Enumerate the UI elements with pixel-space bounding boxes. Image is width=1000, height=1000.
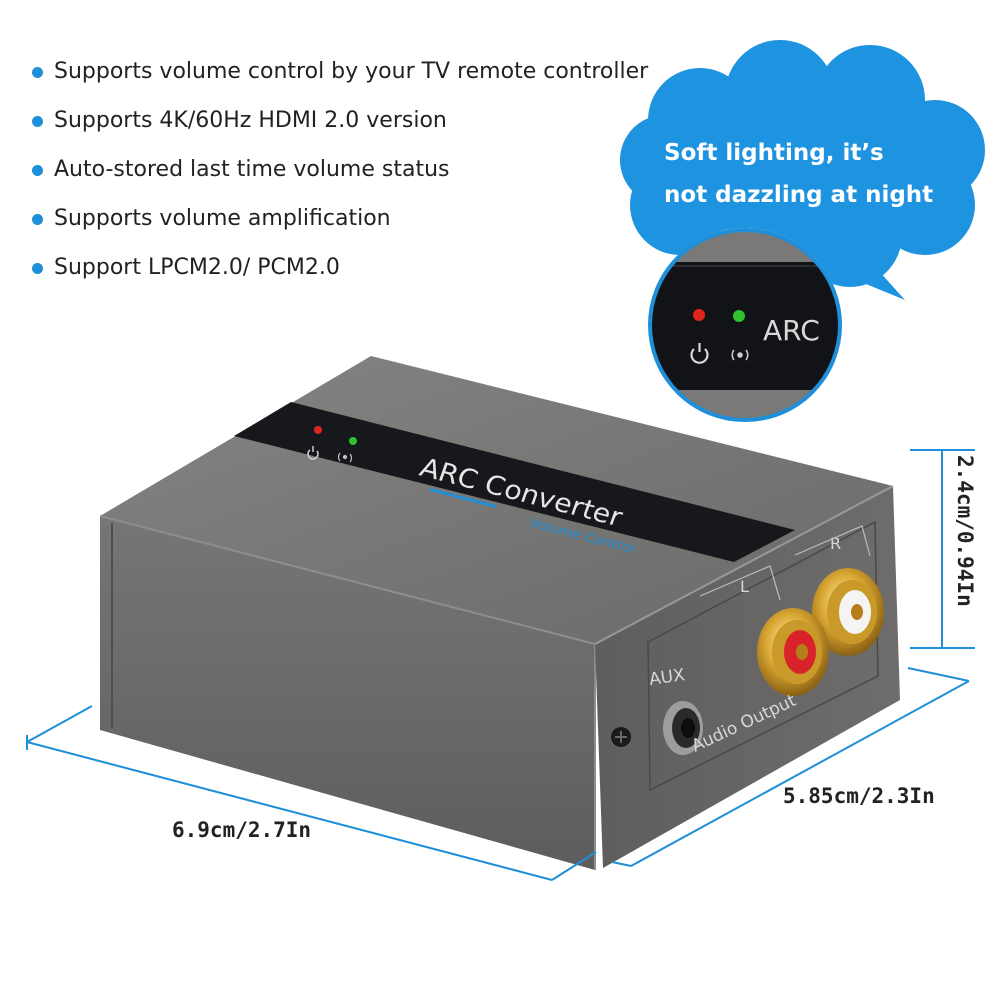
feature-item: Supports 4K/60Hz HDMI 2.0 version — [32, 101, 648, 150]
feature-text: Support LPCM2.0/ PCM2.0 — [54, 255, 340, 280]
feature-text: Supports volume control by your TV remot… — [54, 59, 649, 84]
device-power-icon — [307, 446, 319, 460]
device-power-led-icon — [314, 426, 322, 434]
dimension-lines — [26, 449, 975, 881]
speech-bubble-text: Soft lighting, it’s not dazzling at nigh… — [664, 132, 954, 216]
speech-bubble — [620, 40, 985, 300]
feature-text: Auto-stored last time volume status — [54, 157, 450, 182]
right-channel-label: R — [830, 534, 841, 553]
left-channel-label: L — [740, 577, 749, 596]
power-led-icon — [693, 309, 705, 321]
rca-left-jack-icon — [757, 608, 829, 696]
feature-list: Supports volume control by your TV remot… — [32, 52, 648, 297]
feature-item: Support LPCM2.0/ PCM2.0 — [32, 248, 648, 297]
aux-label: AUX — [648, 665, 687, 690]
width-dimension-label: 6.9cm/2.7In — [172, 818, 312, 842]
height-dimension-label: 2.4cm/0.94In — [953, 455, 977, 607]
power-icon — [690, 343, 709, 364]
bullet-icon — [32, 263, 43, 274]
bubble-line-2: not dazzling at night — [664, 182, 934, 208]
bullet-icon — [32, 214, 43, 225]
zoom-arc-label: ARC — [763, 314, 820, 347]
bullet-icon — [32, 165, 43, 176]
feature-text: Supports 4K/60Hz HDMI 2.0 version — [54, 108, 447, 133]
feature-item: Supports volume control by your TV remot… — [32, 52, 648, 101]
signal-led-icon — [733, 310, 745, 322]
aux-jack-icon — [663, 701, 703, 755]
signal-icon — [731, 349, 749, 361]
feature-text: Supports volume amplification — [54, 206, 391, 231]
rca-right-jack-icon — [812, 568, 884, 656]
device-signal-icon — [337, 452, 353, 463]
bubble-line-1: Soft lighting, it’s — [664, 140, 884, 166]
depth-dimension-label: 5.85cm/2.3In — [783, 784, 935, 808]
bullet-icon — [32, 116, 43, 127]
zoom-circle: ARC — [648, 228, 842, 422]
device-signal-led-icon — [349, 437, 357, 445]
feature-item: Auto-stored last time volume status — [32, 150, 648, 199]
feature-item: Supports volume amplification — [32, 199, 648, 248]
arc-converter-device: ARC Converter Volume Control AUX L R — [99, 356, 900, 870]
bullet-icon — [32, 67, 43, 78]
